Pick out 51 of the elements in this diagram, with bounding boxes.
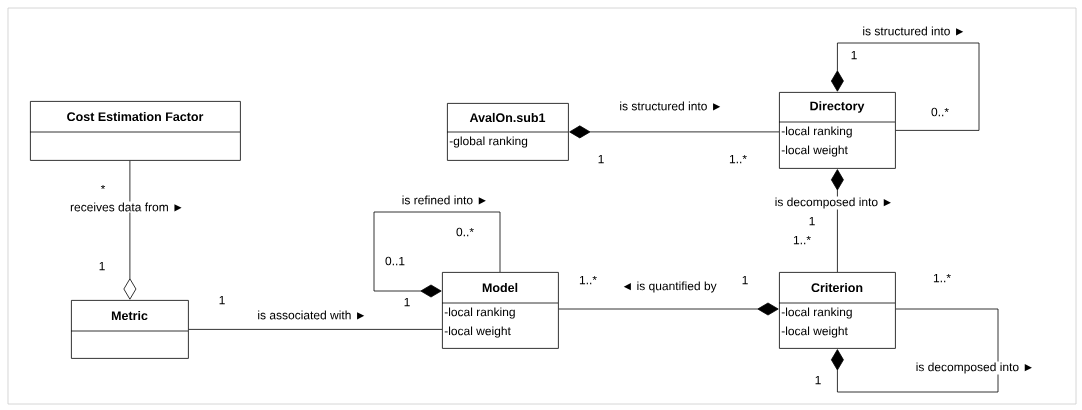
multiplicity-label: 1 (742, 275, 748, 285)
association-line (830, 169, 844, 273)
multiplicity-label: 1..* (933, 273, 951, 283)
multiplicity-label: 0..* (456, 227, 474, 237)
association-line (373, 211, 501, 298)
class-box (778, 272, 896, 349)
association-line (830, 42, 980, 131)
class-name: Directory (810, 101, 865, 113)
attribute-text: -global ranking (449, 136, 528, 148)
class-name: AvalOn.sub1 (469, 112, 546, 123)
multiplicity-label: 1 (404, 297, 410, 307)
attribute-text: -local weight (781, 145, 848, 157)
association-line (123, 160, 137, 300)
edge-label: receives data from ► (69, 201, 185, 213)
multiplicity-label: 1 (809, 216, 815, 226)
edge-label: is structured into ► (618, 100, 724, 112)
association-line (830, 308, 999, 393)
multiplicity-label: 1 (815, 375, 821, 385)
multiplicity-label: 1..* (579, 275, 597, 285)
attribute-text: -local weight (781, 326, 848, 338)
class-box (446, 103, 569, 161)
class-box (29, 101, 241, 161)
edge-label: is refined into ► (400, 194, 490, 206)
association-line (558, 302, 779, 316)
class-name: Model (482, 282, 518, 293)
attribute-text: -local weight (444, 326, 511, 338)
multiplicity-label: * (100, 184, 106, 190)
multiplicity-label: 1 (99, 261, 105, 271)
multiplicity-label: 1..* (729, 154, 747, 164)
multiplicity-label: 1..* (793, 235, 811, 245)
class-name: Metric (111, 310, 148, 321)
class-name: Cost Estimation Factor (67, 111, 204, 122)
edge-label: ◄ is quantified by (620, 280, 718, 294)
edge-label: is decomposed into ► (773, 196, 895, 210)
multiplicity-label: 0..* (931, 107, 949, 117)
edge-label: is associated with ► (256, 309, 368, 321)
class-box (70, 300, 189, 359)
attribute-text: -local ranking (781, 307, 852, 319)
edge-label: is structured into ► (861, 25, 967, 37)
class-box (441, 272, 559, 349)
class-name: Criterion (811, 282, 863, 293)
attribute-text: -local ranking (781, 126, 852, 138)
association-line (188, 329, 443, 330)
edge-label: is decomposed into ► (914, 361, 1036, 375)
multiplicity-label: 0..1 (385, 256, 405, 266)
multiplicity-label: 1 (219, 295, 225, 305)
multiplicity-label: 1 (851, 50, 857, 60)
association-line (569, 125, 780, 139)
class-box (778, 92, 896, 169)
attribute-text: -local ranking (444, 307, 515, 319)
multiplicity-label: 1 (598, 154, 604, 164)
